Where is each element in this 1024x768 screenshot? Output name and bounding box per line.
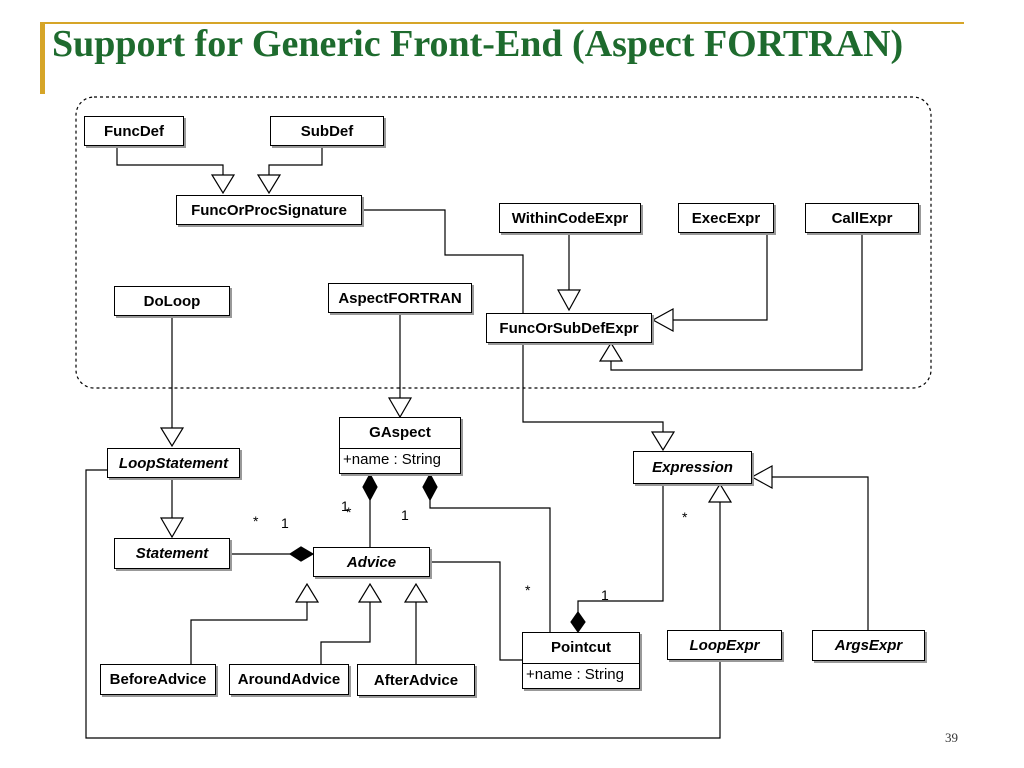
loopstatement-loopexpr-association — [85, 469, 721, 739]
class-loopstatement: LoopStatement — [107, 448, 240, 478]
title-accent-bar — [40, 22, 45, 94]
class-execexpr: ExecExpr — [678, 203, 774, 233]
title-rule — [40, 22, 964, 24]
beforeadvice-generalization — [190, 602, 308, 664]
class-gaspect-name: GAspect — [340, 418, 460, 449]
call-triangle — [598, 341, 624, 362]
mult-advice-statement-star: * — [253, 513, 259, 529]
doloop-triangle — [159, 427, 185, 448]
expression-pointcut-composition — [577, 484, 664, 612]
mult-pointcut-expression-one: 1 — [601, 587, 609, 603]
mult-pointcut-advice-star: * — [525, 582, 531, 598]
funcdef-generalization — [116, 146, 224, 175]
withincode-triangle — [556, 289, 582, 312]
aspectfortran-triangle — [387, 397, 413, 419]
class-advice: Advice — [313, 547, 430, 577]
mult-advice-statement-one: 1 — [281, 515, 289, 531]
funcdef-triangle — [210, 174, 236, 195]
class-loopexpr: LoopExpr — [667, 630, 782, 660]
funcorsubdef-triangle — [650, 431, 676, 452]
class-pointcut-attribute: +name : String — [526, 666, 624, 683]
funcorsubdef-generalization — [522, 343, 664, 432]
class-withincodeexpr: WithinCodeExpr — [499, 203, 641, 233]
exec-generalization — [673, 233, 768, 321]
class-aroundadvice: AroundAdvice — [229, 664, 349, 695]
class-funcorsubdefexpr: FuncOrSubDefExpr — [486, 313, 652, 343]
class-subdef: SubDef — [270, 116, 384, 146]
exec-triangle — [651, 307, 674, 333]
loopstatement-triangle — [159, 517, 185, 539]
class-afteradvice: AfterAdvice — [357, 664, 475, 696]
class-aspectfortran: AspectFORTRAN — [328, 283, 472, 313]
gaspect-diamond-left — [362, 472, 378, 502]
argsexpr-triangle — [750, 464, 773, 490]
mult-gaspect-advice-star: * — [346, 504, 352, 520]
call-generalization — [610, 233, 863, 371]
class-gaspect-attribute: +name : String — [343, 451, 441, 468]
signature-association — [362, 209, 524, 314]
subdef-triangle — [256, 174, 282, 195]
advice-diamond — [288, 546, 315, 562]
advice-pointcut-association — [430, 561, 522, 661]
gaspect-diamond-right — [422, 472, 438, 502]
class-callexpr: CallExpr — [805, 203, 919, 233]
mult-gaspect-pointcut-one: 1 — [401, 507, 409, 523]
class-beforeadvice: BeforeAdvice — [100, 664, 216, 695]
loopexpr-triangle — [707, 482, 733, 503]
class-doloop: DoLoop — [114, 286, 230, 316]
class-pointcut-name: Pointcut — [523, 633, 639, 664]
aroundadvice-triangle — [357, 582, 383, 603]
page-number: 39 — [945, 730, 958, 745]
mult-expression-star: * — [682, 509, 688, 525]
class-expression: Expression — [633, 451, 752, 484]
front-end-group-boundary — [75, 96, 932, 389]
class-statement: Statement — [114, 538, 230, 569]
afteradvice-triangle — [403, 582, 429, 603]
gaspect-pointcut-composition — [429, 500, 551, 632]
slide-title: Support for Generic Front-End (Aspect FO… — [52, 23, 904, 65]
class-funcdef: FuncDef — [84, 116, 184, 146]
mult-gaspect-advice-one: 1 — [341, 498, 349, 514]
class-pointcut: Pointcut +name : String — [522, 632, 640, 689]
class-gaspect: GAspect +name : String — [339, 417, 461, 474]
aroundadvice-generalization — [320, 602, 371, 664]
pointcut-diamond — [570, 610, 586, 634]
argsexpr-generalization — [772, 476, 869, 630]
class-argsexpr: ArgsExpr — [812, 630, 925, 661]
class-funcorprocsignature: FuncOrProcSignature — [176, 195, 362, 225]
beforeadvice-triangle — [294, 582, 320, 603]
subdef-generalization — [268, 146, 323, 175]
